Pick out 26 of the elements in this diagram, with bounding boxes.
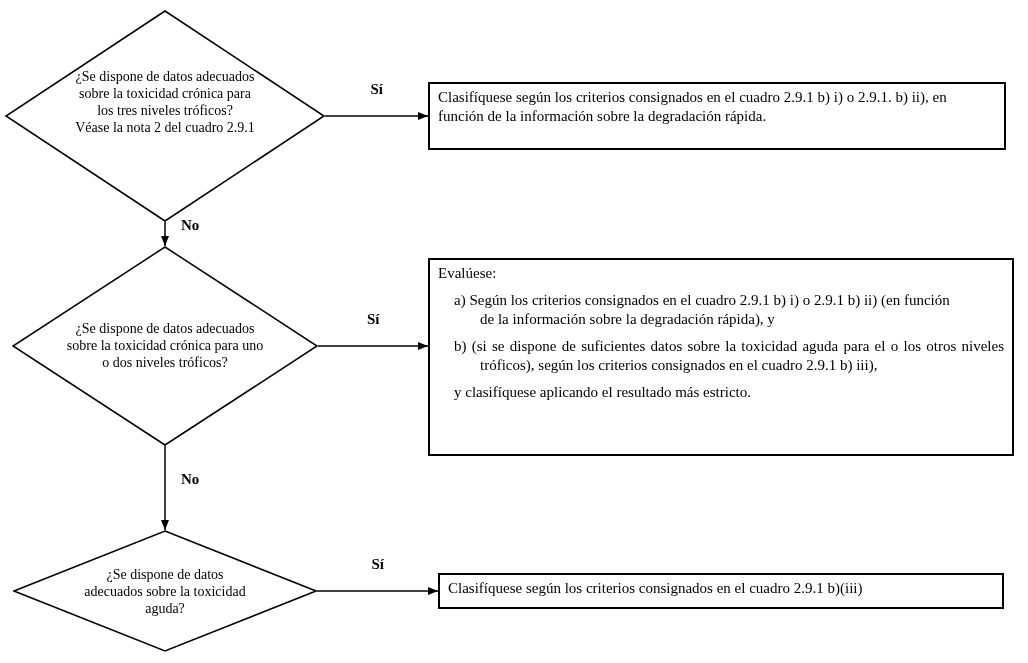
edge-label: No bbox=[179, 218, 202, 233]
decision-diamond bbox=[12, 246, 318, 446]
arrow bbox=[161, 445, 169, 531]
box-text: Evalúese: bbox=[438, 264, 498, 283]
arrow bbox=[317, 342, 429, 350]
question-text: ¿Se dispone de datos adecuados sobre la toxicidad crónica para los tres niveles tróficos? bbox=[75, 68, 255, 119]
arrow bbox=[324, 112, 429, 120]
decision-diamond bbox=[13, 530, 317, 652]
process-box bbox=[428, 82, 1006, 150]
box-text: a) Según los criterios consignados en el cuadro 2.9.1 b) i) o 2.9.1 b) ii) (en función de la información sobre la degradación rápida), y bbox=[453, 291, 951, 329]
question-text: ¿Se dispone de datos adecuados sobre la toxicidad aguda? bbox=[83, 566, 247, 617]
edge-label: Sí bbox=[365, 312, 382, 327]
edge-label: Sí bbox=[369, 557, 386, 572]
question-text: ¿Se dispone de datos adecuados sobre la toxicidad crónica para uno o dos niveles tróficos? bbox=[65, 320, 265, 371]
box-text: Clasifíquese según los criterios consignados en el cuadro 2.9.1 b) i) o 2.9.1. b) ii), en función de la información sobre la degradación rápida. bbox=[438, 88, 948, 126]
box-text: y clasifíquese aplicando el resultado más estricto. bbox=[453, 383, 752, 402]
box-text: Clasifíquese según los criterios consignados en el cuadro 2.9.1 b)(iii) bbox=[448, 579, 864, 598]
question-text: Véase la nota 2 del cuadro 2.9.1 bbox=[75, 119, 255, 136]
box-text: b) (si se dispone de suficientes datos sobre la toxicidad aguda para el o los otros niveles tróficos), según los criterios consignados en el cuadro 2.9.1 b) iii), bbox=[453, 337, 1004, 375]
edge-label: No bbox=[179, 472, 202, 487]
arrow bbox=[316, 587, 439, 595]
process-box bbox=[428, 258, 1014, 456]
edge-label: Sí bbox=[368, 82, 385, 97]
process-box bbox=[438, 573, 1004, 609]
arrow bbox=[161, 221, 169, 247]
decision-diamond bbox=[5, 10, 325, 222]
